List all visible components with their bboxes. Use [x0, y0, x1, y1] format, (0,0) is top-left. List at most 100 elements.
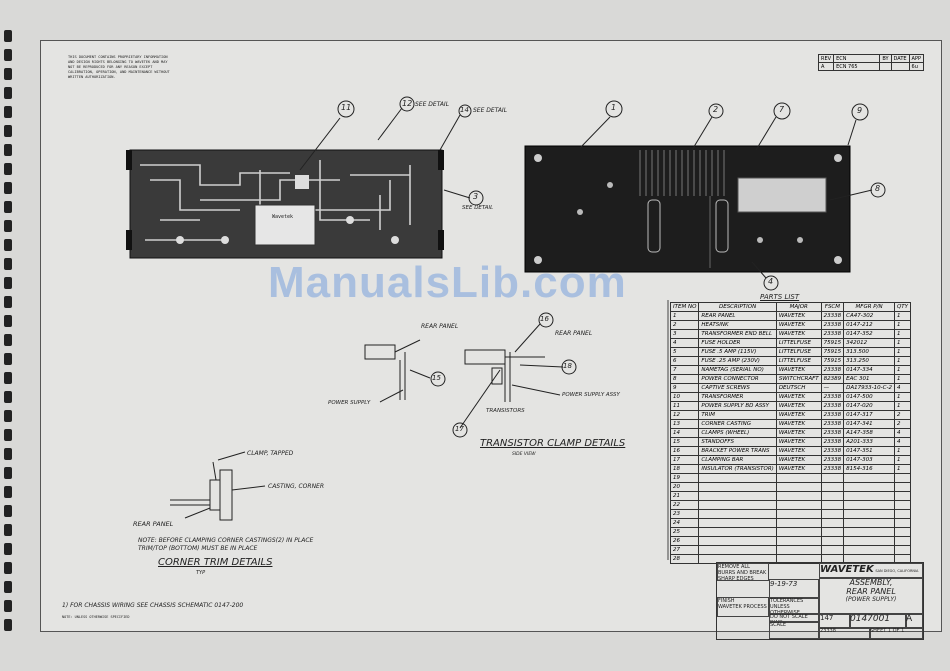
parts-cell: 23338 [820, 311, 845, 321]
parts-cell: CA47-302 [843, 311, 895, 321]
watermark: ManualsLib.com [268, 258, 627, 307]
parts-cell: 0147-212 [843, 320, 895, 330]
parts-cell: 7 [669, 365, 700, 375]
parts-row: 24 [669, 518, 912, 528]
parts-list-table: ITEM NO DESCRIPTION MAJOR FSCM MFGR P/N … [669, 302, 912, 564]
parts-cell: 23338 [820, 365, 845, 375]
callout-8: 8 [875, 184, 881, 193]
binding-ring [4, 87, 12, 99]
parts-cell [843, 518, 895, 528]
binding-ring [4, 315, 12, 327]
parts-cell [775, 500, 822, 510]
parts-cell [843, 482, 895, 492]
callout-1: 1 [611, 103, 617, 112]
parts-cell: WAVETEK [775, 410, 822, 420]
parts-cell: CLAMPS (WHEEL) [698, 428, 777, 438]
parts-cell [893, 473, 912, 483]
parts-cell: 0147-020 [843, 401, 895, 411]
parts-cell: 23 [669, 509, 700, 519]
fscm-cell: 23338 [819, 627, 871, 639]
rear-panel-label: REAR PANEL [133, 520, 174, 528]
parts-row: 20 [669, 482, 912, 492]
parts-cell: 1 [893, 347, 912, 357]
sheet-number: SHEET 1 OF 1 [870, 628, 905, 634]
dwg-no-cell: 0147001 [849, 613, 907, 629]
binding-ring [4, 220, 12, 232]
parts-cell: DEUTSCH [775, 383, 822, 393]
parts-row: 23 [669, 509, 912, 519]
col-description: DESCRIPTION [698, 302, 777, 312]
parts-cell: 1 [893, 365, 912, 375]
parts-cell: 24 [669, 518, 700, 528]
parts-cell [843, 473, 895, 483]
parts-cell: HEATSINK [698, 320, 777, 330]
callout-2: 2 [713, 105, 719, 114]
binding-ring [4, 562, 12, 574]
callout-7: 7 [779, 105, 785, 114]
see-detail-label: SEE DETAIL [473, 107, 508, 114]
rear-panel-label: REAR PANEL [555, 330, 593, 337]
binding-ring [4, 258, 12, 270]
binding-ring [4, 619, 12, 631]
parts-cell [775, 527, 822, 537]
parts-cell: 26 [669, 536, 700, 546]
parts-cell: 1 [893, 392, 912, 402]
pc-board-view [126, 149, 444, 259]
parts-cell: WAVETEK [775, 392, 822, 402]
drawn-date: 9-19-73 [770, 580, 798, 588]
parts-cell: 16 [669, 446, 700, 456]
parts-cell: 23338 [820, 320, 845, 330]
finish-cell: FINISH WAVETEK PROCESS [717, 597, 769, 617]
parts-cell: REAR PANEL [698, 311, 777, 321]
parts-cell: 21 [669, 491, 700, 501]
callout-11: 11 [341, 103, 352, 112]
parts-cell [820, 518, 845, 528]
binding-ring [4, 543, 12, 555]
parts-cell: 17 [669, 455, 700, 465]
parts-cell: SWITCHCRAFT [775, 374, 822, 384]
parts-row: 25 [669, 527, 912, 537]
parts-cell: 1 [669, 311, 700, 321]
rev-cell: A [905, 613, 923, 629]
parts-row: 21 [669, 491, 912, 501]
parts-cell: 4 [893, 428, 912, 438]
parts-cell: 4 [669, 338, 700, 348]
parts-cell [843, 527, 895, 537]
callout-9: 9 [857, 106, 863, 115]
parts-cell: 10 [669, 392, 700, 402]
parts-cell: INSULATOR (TRANSISTOR) [698, 464, 777, 474]
parts-cell: 23338 [820, 464, 845, 474]
parts-cell: 25 [669, 527, 700, 537]
parts-cell [698, 527, 777, 537]
parts-cell: A201-333 [843, 437, 895, 447]
parts-cell [893, 509, 912, 519]
binding-ring [4, 600, 12, 612]
parts-cell: WAVETEK [775, 419, 822, 429]
parts-cell: 18 [669, 464, 700, 474]
finish-value: WAVETEK PROCESS [718, 604, 767, 610]
parts-row: 19 [669, 473, 912, 483]
parts-cell [775, 536, 822, 546]
parts-cell: WAVETEK [775, 446, 822, 456]
parts-cell [775, 509, 822, 519]
tolerance-text: TOLERANCES UNLESS OTHERWISE SPECIFIED [770, 598, 804, 615]
binding-ring [4, 334, 12, 346]
callout-18: 18 [563, 362, 572, 370]
parts-cell [843, 509, 895, 519]
drawing-title-cell: ASSEMBLY, REAR PANEL (POWER SUPPLY) [819, 577, 923, 615]
remove-burrs-cell: REMOVE ALL BURRS AND BREAK SHARP EDGES [717, 563, 769, 581]
parts-cell: 23338 [820, 392, 845, 402]
scale-cell: SCALE [769, 621, 819, 639]
parts-cell: 75915 [820, 338, 845, 348]
parts-cell: 8154-316 [843, 464, 895, 474]
parts-list-title: PARTS LIST [760, 293, 800, 301]
binding-ring [4, 30, 12, 42]
parts-cell: 1 [893, 455, 912, 465]
parts-cell: 75915 [820, 347, 845, 357]
